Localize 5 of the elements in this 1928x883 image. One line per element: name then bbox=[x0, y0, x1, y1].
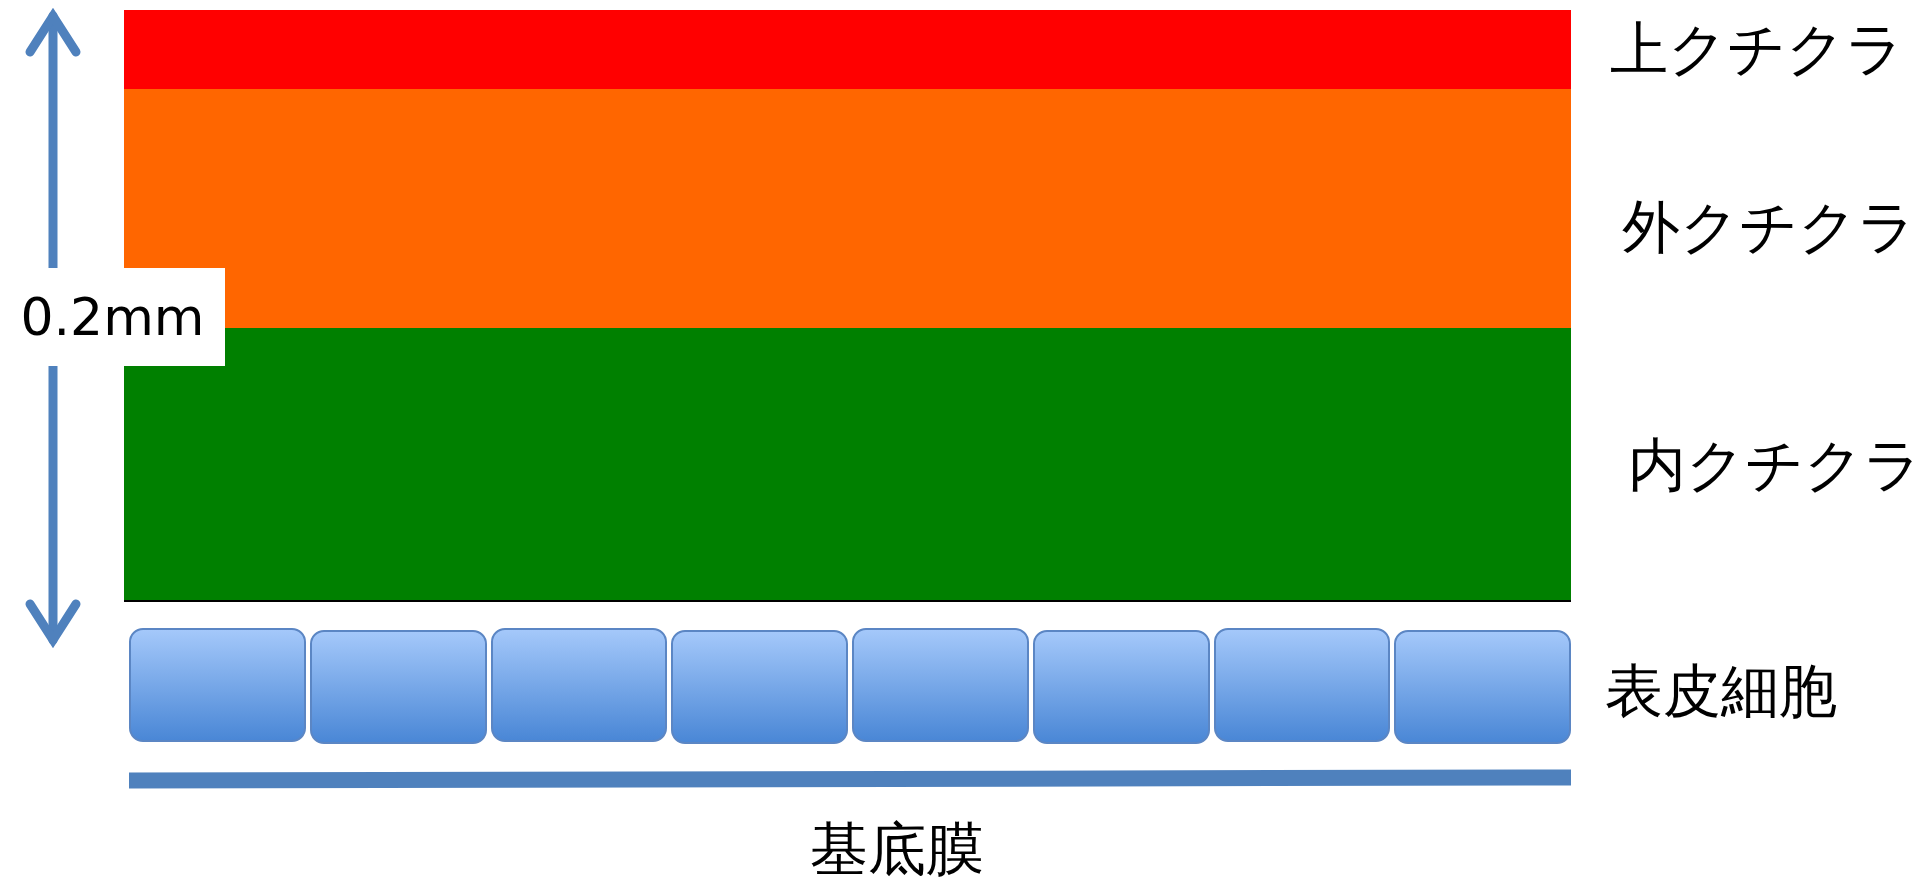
layer-label: 内クチクラ bbox=[1628, 436, 1922, 494]
layer-label: 表皮細胞 bbox=[1605, 662, 1837, 720]
layer-label: 基底膜 bbox=[810, 820, 984, 878]
layer-label: 外クチクラ bbox=[1622, 198, 1916, 256]
layer-label: 上クチクラ bbox=[1610, 20, 1904, 78]
